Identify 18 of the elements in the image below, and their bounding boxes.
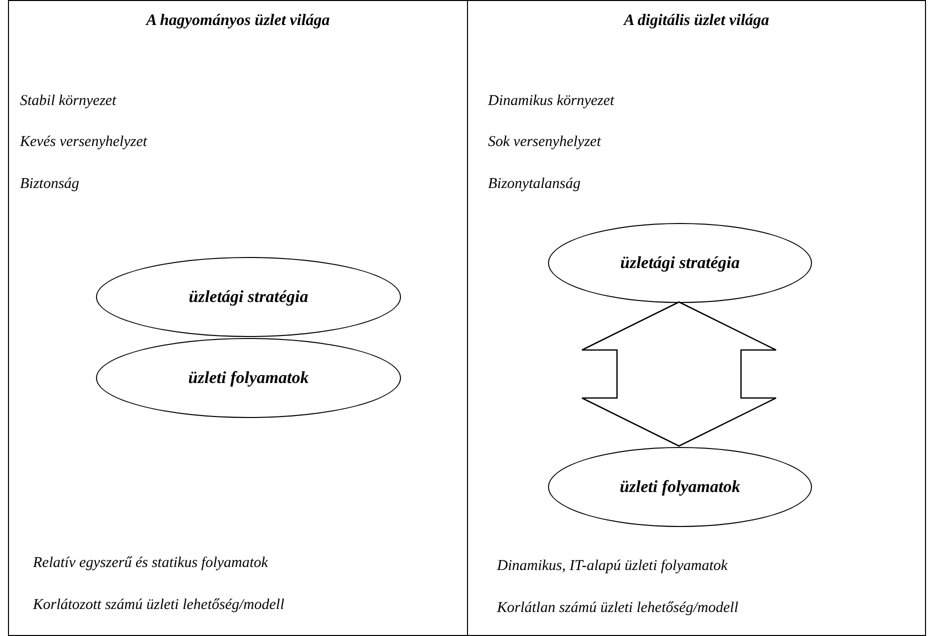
ellipse-label: üzleti folyamatok [620, 476, 740, 498]
text-line: Biztonság [20, 175, 80, 194]
text-line: Relatív egyszerű és statikus folyamatok [33, 554, 268, 573]
ellipse-label: üzleti folyamatok [188, 367, 309, 390]
double-block-arrow [581, 301, 777, 447]
text-line: Korlátozott számú üzleti lehetőség/modell [33, 596, 284, 615]
text-line: Korlátlan számú üzleti lehetőség/modell [497, 599, 738, 618]
ellipse-label: üzletági stratégia [188, 286, 308, 308]
text-line: Dinamikus, IT-alapú üzleti folyamatok [497, 557, 728, 576]
ellipse-label: üzletági stratégia [620, 252, 740, 274]
text-line: Sok versenyhelyzet [488, 133, 601, 152]
column-heading: A hagyományos üzlet világa [144, 11, 331, 31]
text-line: Stabil környezet [20, 92, 116, 111]
column-heading: A digitális üzlet világa [622, 11, 770, 31]
text-line: Bizonytalanság [488, 175, 580, 194]
text-line: Dinamikus környezet [488, 92, 614, 111]
text-line: Kevés versenyhelyzet [20, 133, 148, 152]
table-column [8, 0, 468, 636]
